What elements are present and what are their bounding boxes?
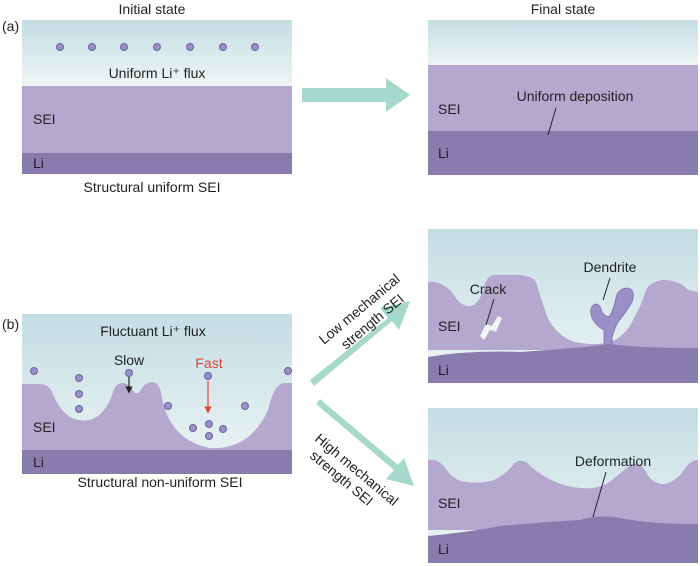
li-ion [75,390,83,398]
nonuniform-li-label: Li [33,454,44,470]
li-ion [153,43,161,51]
li-ion [75,405,83,413]
lithium-base-low [428,344,698,383]
final-sei-label: SEI [438,101,461,117]
crack [480,316,502,340]
li-ion [186,43,194,51]
li-ion [219,425,227,433]
nonuniform-sei-layer [22,382,292,450]
initial-state-title: Initial state [119,1,186,17]
dendrite-pointer [602,277,611,301]
high-li-label: Li [438,541,449,557]
lithium-base-high [428,516,698,563]
deposition-pointer [547,107,557,136]
low-sei-label: SEI [438,318,461,334]
fast-label: Fast [195,355,222,371]
final-state-title: Final state [531,1,596,17]
li-ion [120,43,128,51]
low-li-label: Li [438,362,449,378]
li-ion [56,43,64,51]
fluctuant-li-ions [30,367,292,440]
low-strength-final-box [428,229,698,383]
nonuniform-sei-box [22,314,292,474]
li-ion [205,432,213,440]
uniform-deposition-label: Uniform deposition [517,88,634,104]
deformed-sei-layer [428,459,698,530]
nonuniform-sei-caption: Structural non-uniform SEI [78,474,243,490]
high-strength-final-box [428,408,698,563]
uniform-sei-caption: Structural uniform SEI [84,179,221,195]
li-ion [30,367,38,375]
initial-sei-label: SEI [33,111,56,127]
dendrite-label: Dendrite [584,259,637,275]
uniform-li-ions [56,43,259,51]
initial-li-label: Li [33,155,44,171]
panel-a-label: (a) [2,18,19,34]
low-strength-arrow: Low mechanical strength SEI [310,271,410,386]
high-strength-arrow: High mechanical strength SEI [307,399,414,509]
uniform-flux-label: Uniform Li⁺ flux [109,65,206,81]
li-ion [205,420,213,428]
li-ion [251,43,259,51]
li-ion [204,372,212,380]
crack-pointer [485,298,495,326]
high-sei-label: SEI [438,495,461,511]
panel-b-label: (b) [2,316,19,332]
final-state-box [428,20,698,175]
li-ion [241,402,249,410]
li-ion [75,374,83,382]
li-ion [164,402,172,410]
nonuniform-sei-label: SEI [33,419,56,435]
li-ion [284,367,292,375]
li-ion [189,424,197,432]
li-ion [219,43,227,51]
li-ion [125,369,133,377]
deformation-pointer [592,471,607,518]
dendrite [590,287,634,349]
li-ion [88,43,96,51]
deformation-label: Deformation [575,453,651,469]
slow-label: Slow [114,352,145,368]
transition-arrow [302,78,410,112]
crack-label: Crack [470,281,508,297]
final-li-label: Li [438,145,449,161]
initial-state-box [22,20,292,174]
fluctuant-flux-label: Fluctuant Li⁺ flux [100,323,205,339]
